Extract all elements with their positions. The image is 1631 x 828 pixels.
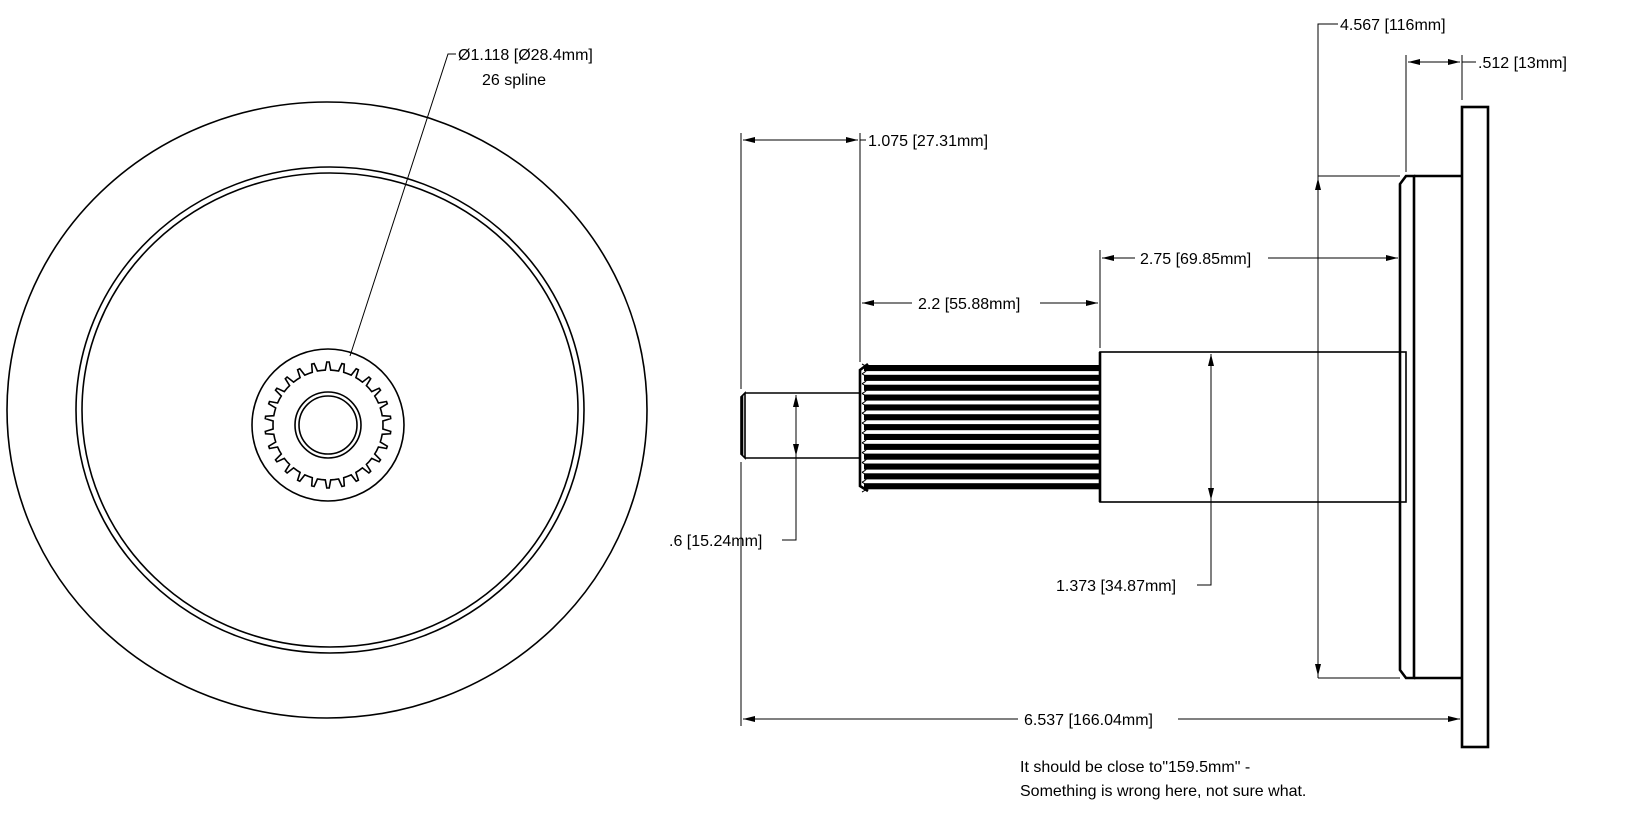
svg-text:.6 [15.24mm]: .6 [15.24mm] (669, 533, 762, 550)
bore-circle-outer (294, 391, 362, 459)
svg-text:.512 [13mm]: .512 [13mm] (1478, 55, 1567, 72)
svg-text:4.567 [116mm]: 4.567 [116mm] (1340, 17, 1446, 34)
side-view: 4.567 [116mm] .512 [13mm] 1.075 [27.31mm… (669, 17, 1567, 749)
front-view: Ø1.118 [Ø28.4mm] 26 spline (6, 47, 648, 719)
dim-body-length: 2.75 [69.85mm] (1099, 250, 1398, 348)
spline-diameter-label: Ø1.118 [Ø28.4mm] (458, 47, 593, 64)
svg-text:2.75 [69.85mm]: 2.75 [69.85mm] (1140, 251, 1251, 268)
flange-step-circle-inner (81, 172, 579, 648)
dim-spline-length: 2.2 [55.88mm] (862, 296, 1098, 313)
spline-callout-leader (349, 53, 456, 357)
dim-body-diameter: 1.373 [34.87mm] (1056, 354, 1214, 595)
spline-major-circle (251, 348, 405, 502)
annotation-note: It should be close to"159.5mm" - Somethi… (1020, 759, 1306, 800)
dim-flange-diameter: 4.567 [116mm] (1315, 17, 1446, 679)
spline-section (858, 362, 1100, 493)
spline-count-label: 26 spline (482, 72, 546, 89)
svg-text:1.373 [34.87mm]: 1.373 [34.87mm] (1056, 578, 1176, 595)
dim-pilot-diameter: .6 [15.24mm] (669, 395, 799, 726)
pilot-shaft (740, 391, 860, 460)
svg-text:2.2 [55.88mm]: 2.2 [55.88mm] (918, 296, 1020, 313)
spline-teeth (264, 361, 392, 489)
svg-text:1.075 [27.31mm]: 1.075 [27.31mm] (868, 133, 988, 150)
dim-pilot-length: 1.075 [27.31mm] (740, 133, 988, 389)
svg-text:Something is wrong here, not s: Something is wrong here, not sure what. (1020, 783, 1306, 800)
dim-flange-thickness: .512 [13mm] (1405, 55, 1567, 172)
shaft-body (1099, 351, 1407, 503)
svg-text:It should be close to"159.5mm": It should be close to"159.5mm" - (1020, 759, 1250, 776)
flange-plate (1460, 105, 1490, 749)
flange-hub (1398, 174, 1416, 680)
bore-circle-inner (298, 395, 358, 455)
flange-step-circle-outer (75, 166, 585, 654)
flange-outer-circle (6, 101, 648, 719)
svg-text:6.537 [166.04mm]: 6.537 [166.04mm] (1024, 712, 1153, 729)
dim-overall-length: 6.537 [166.04mm] (743, 712, 1460, 729)
